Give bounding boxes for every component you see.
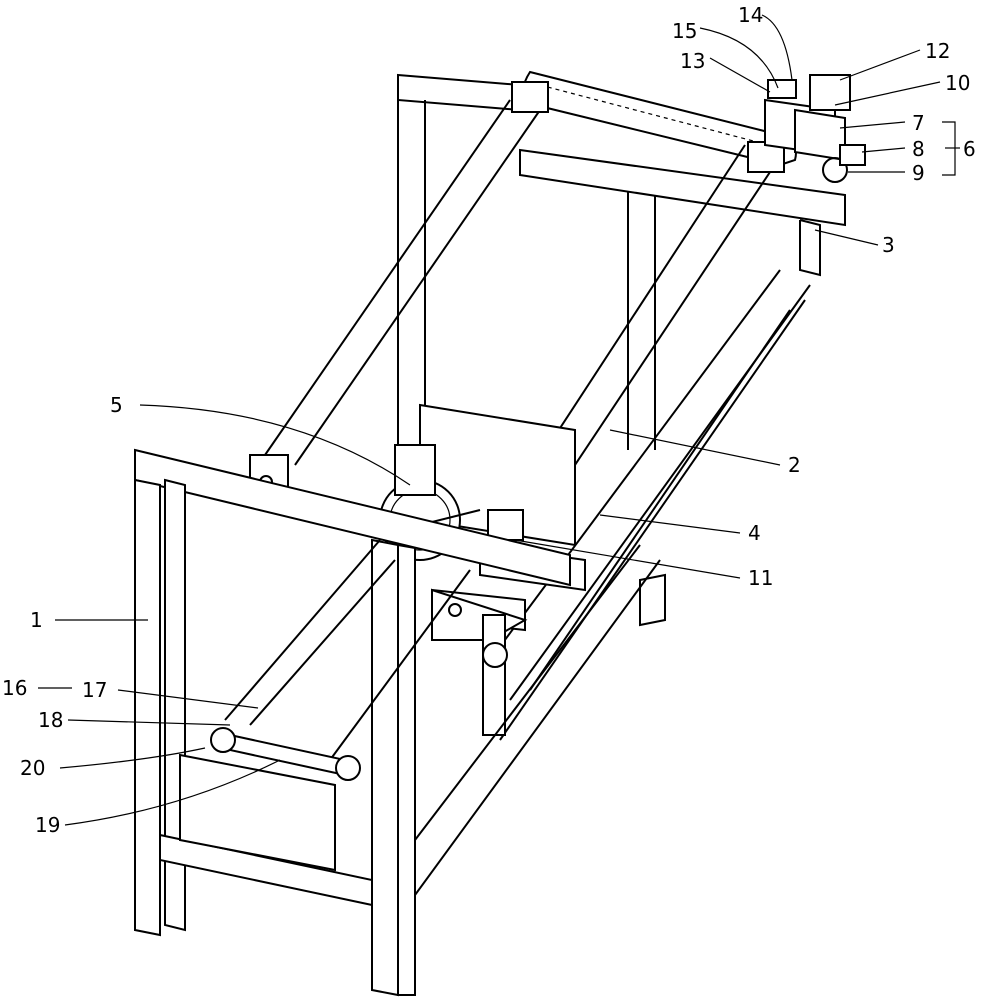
label-9: 9 <box>912 161 925 185</box>
bottom-assembly <box>180 540 470 870</box>
label-1: 1 <box>30 608 43 632</box>
label-11: 11 <box>748 566 773 590</box>
label-2: 2 <box>788 453 801 477</box>
label-5: 5 <box>110 393 123 417</box>
label-15: 15 <box>672 19 697 43</box>
label-16: 16 <box>2 676 27 700</box>
label-20: 20 <box>20 756 45 780</box>
label-17: 17 <box>82 678 107 702</box>
label-19: 19 <box>35 813 60 837</box>
label-13: 13 <box>680 49 705 73</box>
label-4: 4 <box>748 521 761 545</box>
label-18: 18 <box>38 708 63 732</box>
label-7: 7 <box>912 111 925 135</box>
label-12: 12 <box>925 39 950 63</box>
label-10: 10 <box>945 71 970 95</box>
front-frame <box>135 450 660 995</box>
label-8: 8 <box>912 137 925 161</box>
label-14: 14 <box>738 3 763 27</box>
label-3: 3 <box>882 233 895 257</box>
label-6: 6 <box>963 137 976 161</box>
